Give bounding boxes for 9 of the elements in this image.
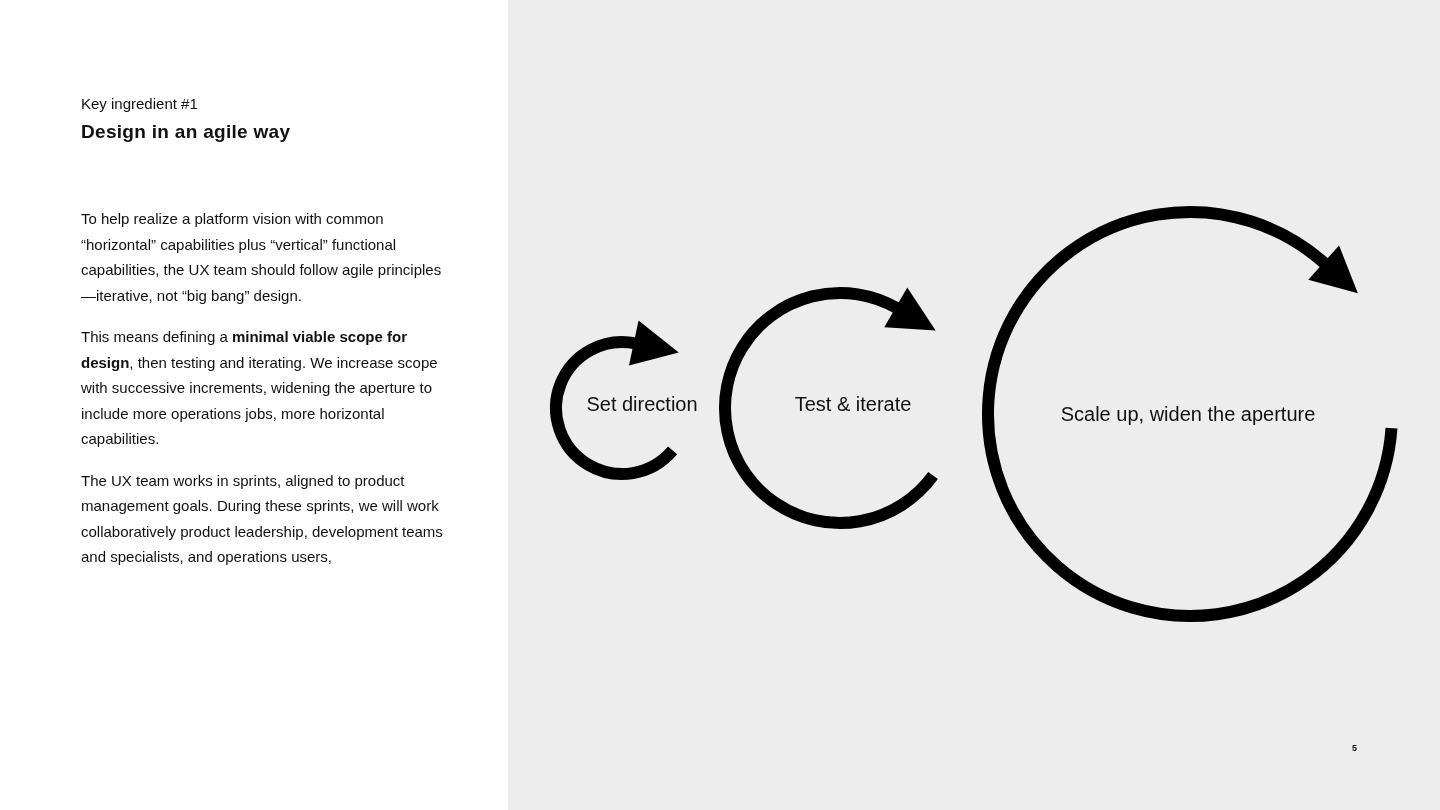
body-paragraph: The UX team works in sprints, aligned to product management goals. During these sprints, we will work collaboratively product leadership, development teams and specialists, and operations users,: [81, 470, 444, 567]
cycle-label: Test & iterate: [794, 392, 912, 416]
page-number: 5: [1352, 743, 1357, 753]
kicker-text: Key ingredient #1: [81, 95, 198, 112]
body-paragraph: To help realize a platform vision with common “horizontal” capabilities plus “vertical” functional capabilities, the UX team should follow agile principles —iterative, not “big bang” design.: [81, 209, 443, 306]
cycle-label: Set direction: [586, 392, 698, 416]
slide-title: Design in an agile way: [81, 121, 291, 143]
body-paragraph: This means defining a minimal viable scope for design, then testing and iterating. We increase scope with successive increments, widening the aperture to include more operations jobs, more horizontal capabilities.: [81, 327, 439, 449]
cycle-label: Scale up, widen the aperture: [1060, 402, 1316, 426]
